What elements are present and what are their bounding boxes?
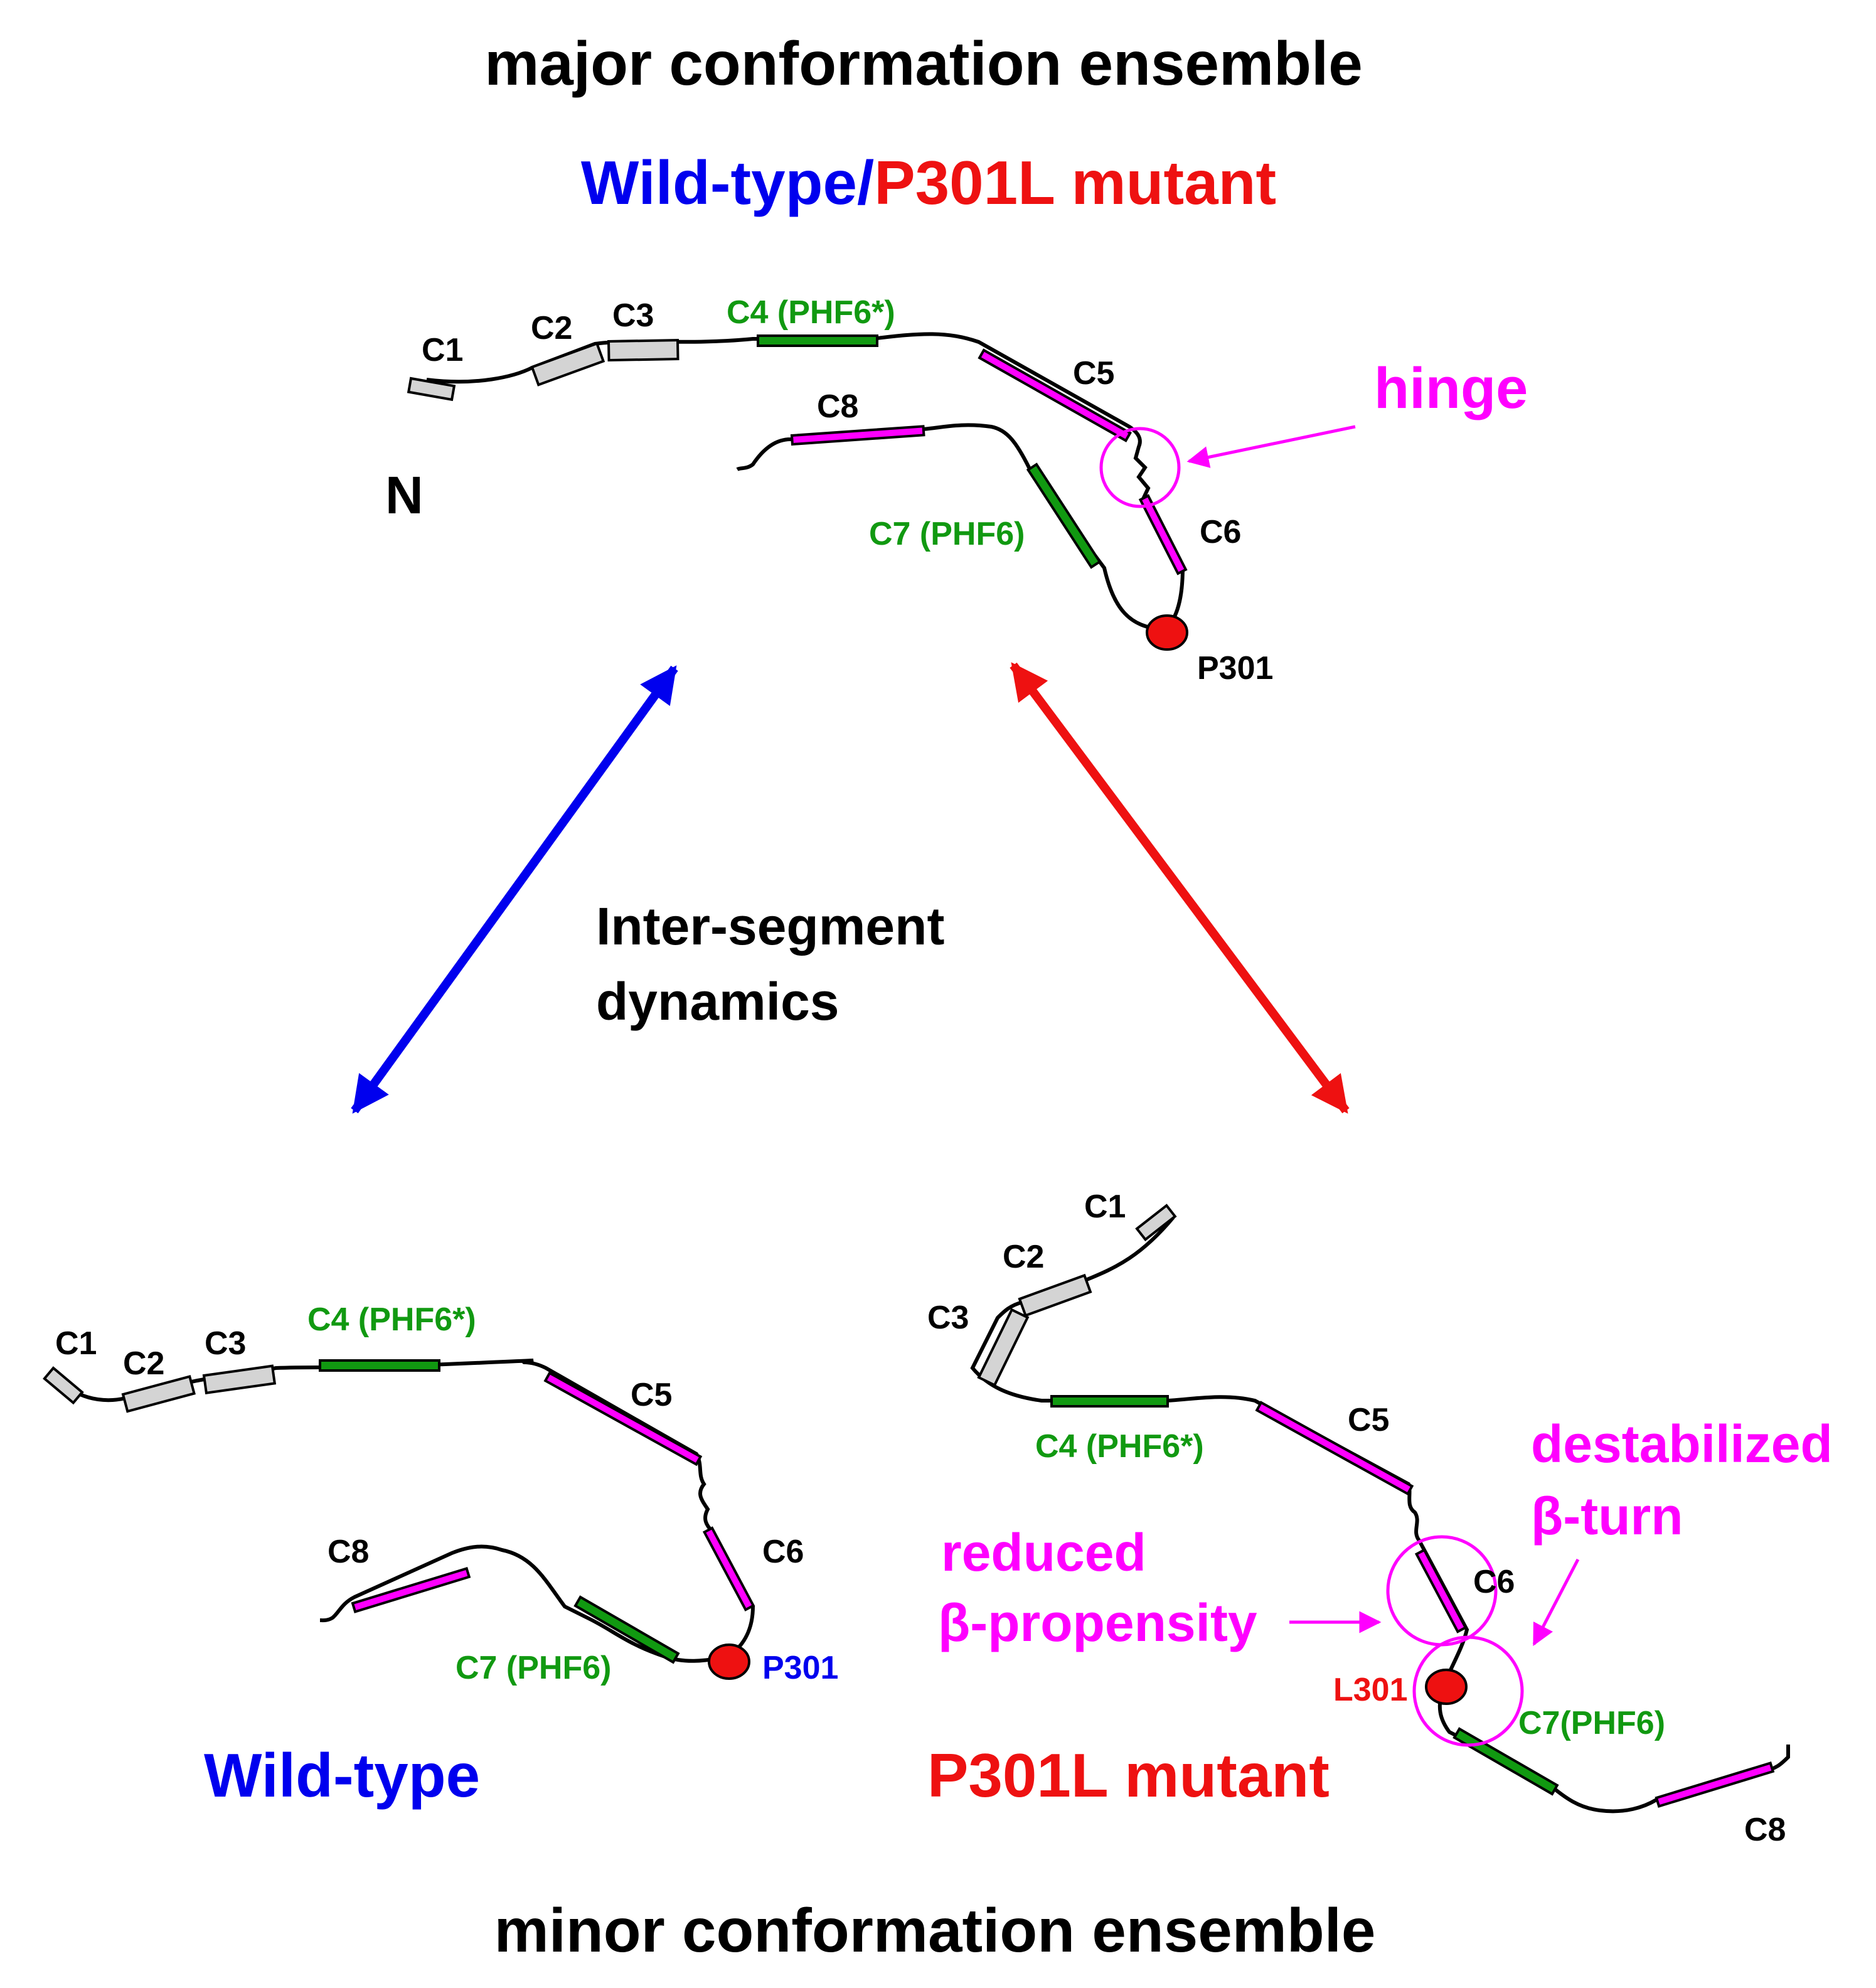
top-label-c2: C2 bbox=[531, 310, 572, 346]
top-label-c6: C6 bbox=[1200, 514, 1241, 550]
mutant-segment-c8 bbox=[1655, 1761, 1775, 1808]
wildtype-label-c2: C2 bbox=[123, 1345, 164, 1382]
mutant-label-c7: C7(PHF6) bbox=[1518, 1705, 1665, 1741]
destabilized-turn-arrow bbox=[1532, 1558, 1580, 1647]
wildtype-segment-c6 bbox=[702, 1526, 755, 1611]
wildtype-label-c6: C6 bbox=[762, 1534, 804, 1570]
top-segment-c7 bbox=[1026, 462, 1102, 569]
mutant-segment-c5 bbox=[1255, 1401, 1414, 1496]
backbone-top-lower bbox=[736, 423, 1165, 631]
mutant-segment-c4 bbox=[1050, 1395, 1169, 1408]
wildtype-residue-label: P301 bbox=[762, 1650, 838, 1686]
destabilized-turn-circle bbox=[1412, 1635, 1524, 1747]
top-label-c5: C5 bbox=[1073, 355, 1114, 392]
wildtype-segment-c2 bbox=[121, 1375, 196, 1413]
subtitle: Wild-type/P301L mutant bbox=[581, 148, 1276, 217]
mutant-title: P301L mutant bbox=[927, 1741, 1330, 1810]
top-segment-c3 bbox=[607, 339, 680, 362]
center-label-line1: Inter-segment bbox=[596, 897, 944, 956]
wildtype-label-c1: C1 bbox=[55, 1325, 97, 1362]
backbone-wildtype bbox=[73, 1359, 755, 1663]
mutant-label-c5: C5 bbox=[1348, 1402, 1389, 1438]
top-title: major conformation ensemble bbox=[484, 29, 1363, 98]
top-label-c4: C4 (PHF6*) bbox=[727, 294, 895, 331]
top-segment-c4 bbox=[757, 334, 878, 347]
mutant-label-c1: C1 bbox=[1084, 1189, 1126, 1225]
destabilized-label-line1: destabilized bbox=[1531, 1414, 1833, 1473]
hinge-arrow bbox=[1186, 425, 1356, 468]
top-label-c7: C7 (PHF6) bbox=[869, 516, 1025, 552]
wildtype-exchange-arrow bbox=[351, 665, 678, 1114]
bottom-title: minor conformation ensemble bbox=[494, 1896, 1376, 1965]
top-panel: N C1 C2 C3 C4 (PHF6*) C5 C6 C7 (PHF6) C8… bbox=[385, 294, 1528, 687]
wildtype-label-c5: C5 bbox=[631, 1377, 672, 1413]
hinge-label: hinge bbox=[1374, 356, 1528, 420]
top-label-c1: C1 bbox=[422, 332, 463, 368]
mutant-segment-c6 bbox=[1414, 1548, 1468, 1633]
wildtype-label-c7: C7 (PHF6) bbox=[456, 1650, 611, 1686]
wildtype-label-c3: C3 bbox=[205, 1325, 246, 1362]
subtitle-mutant: P301L mutant bbox=[874, 148, 1276, 217]
reduced-label-line2: β-propensity bbox=[938, 1593, 1257, 1652]
top-segment-c2 bbox=[530, 341, 605, 387]
mutant-segment-c3 bbox=[977, 1308, 1030, 1387]
top-residue-marker bbox=[1146, 614, 1188, 651]
top-segment-c6 bbox=[1138, 494, 1188, 575]
mutant-residue-marker bbox=[1425, 1669, 1468, 1705]
mutant-label-c3: C3 bbox=[927, 1300, 969, 1336]
mutant-label-c2: C2 bbox=[1003, 1239, 1044, 1275]
top-segment-c1 bbox=[407, 377, 456, 402]
mutant-label-c8: C8 bbox=[1744, 1812, 1786, 1848]
center-label-line2: dynamics bbox=[596, 972, 839, 1031]
destabilized-label-line2: β-turn bbox=[1531, 1487, 1683, 1546]
wildtype-segment-c7 bbox=[573, 1595, 680, 1664]
mutant-label-c6: C6 bbox=[1473, 1564, 1515, 1600]
wildtype-title: Wild-type bbox=[204, 1741, 480, 1810]
mutant-panel: C1 C2 C3 C4 (PHF6*) C5 C6 C7(PHF6) C8 L3… bbox=[927, 1189, 1833, 1848]
wildtype-segment-c5 bbox=[543, 1371, 703, 1467]
mutant-segment-c2 bbox=[1018, 1273, 1092, 1317]
wildtype-segment-c4 bbox=[319, 1359, 440, 1372]
wildtype-label-c8: C8 bbox=[328, 1534, 369, 1570]
wildtype-segment-c8 bbox=[351, 1566, 471, 1613]
wildtype-residue-marker bbox=[708, 1643, 750, 1680]
mutant-segment-c1 bbox=[1135, 1204, 1177, 1242]
top-segment-c5 bbox=[978, 348, 1132, 442]
wildtype-segment-c3 bbox=[202, 1364, 277, 1394]
hinge-circle bbox=[1099, 427, 1181, 508]
mutant-residue-label: L301 bbox=[1333, 1672, 1408, 1708]
top-label-c8: C8 bbox=[817, 388, 858, 425]
mutant-label-c4: C4 (PHF6*) bbox=[1035, 1428, 1204, 1465]
top-residue-label: P301 bbox=[1197, 650, 1273, 687]
top-label-c3: C3 bbox=[612, 297, 654, 334]
wildtype-label-c4: C4 (PHF6*) bbox=[307, 1301, 476, 1338]
wildtype-segment-c1 bbox=[43, 1366, 84, 1405]
subtitle-wildtype: Wild-type/ bbox=[581, 148, 874, 217]
reduced-label-line1: reduced bbox=[941, 1523, 1146, 1582]
wildtype-panel: C1 C2 C3 C4 (PHF6*) C5 C6 C7 (PHF6) C8 P… bbox=[43, 1301, 838, 1810]
backbone-mutant bbox=[970, 1216, 1790, 1814]
mutant-exchange-arrow bbox=[1010, 662, 1350, 1114]
top-n-terminus: N bbox=[385, 466, 424, 525]
top-segment-c8 bbox=[790, 425, 925, 446]
